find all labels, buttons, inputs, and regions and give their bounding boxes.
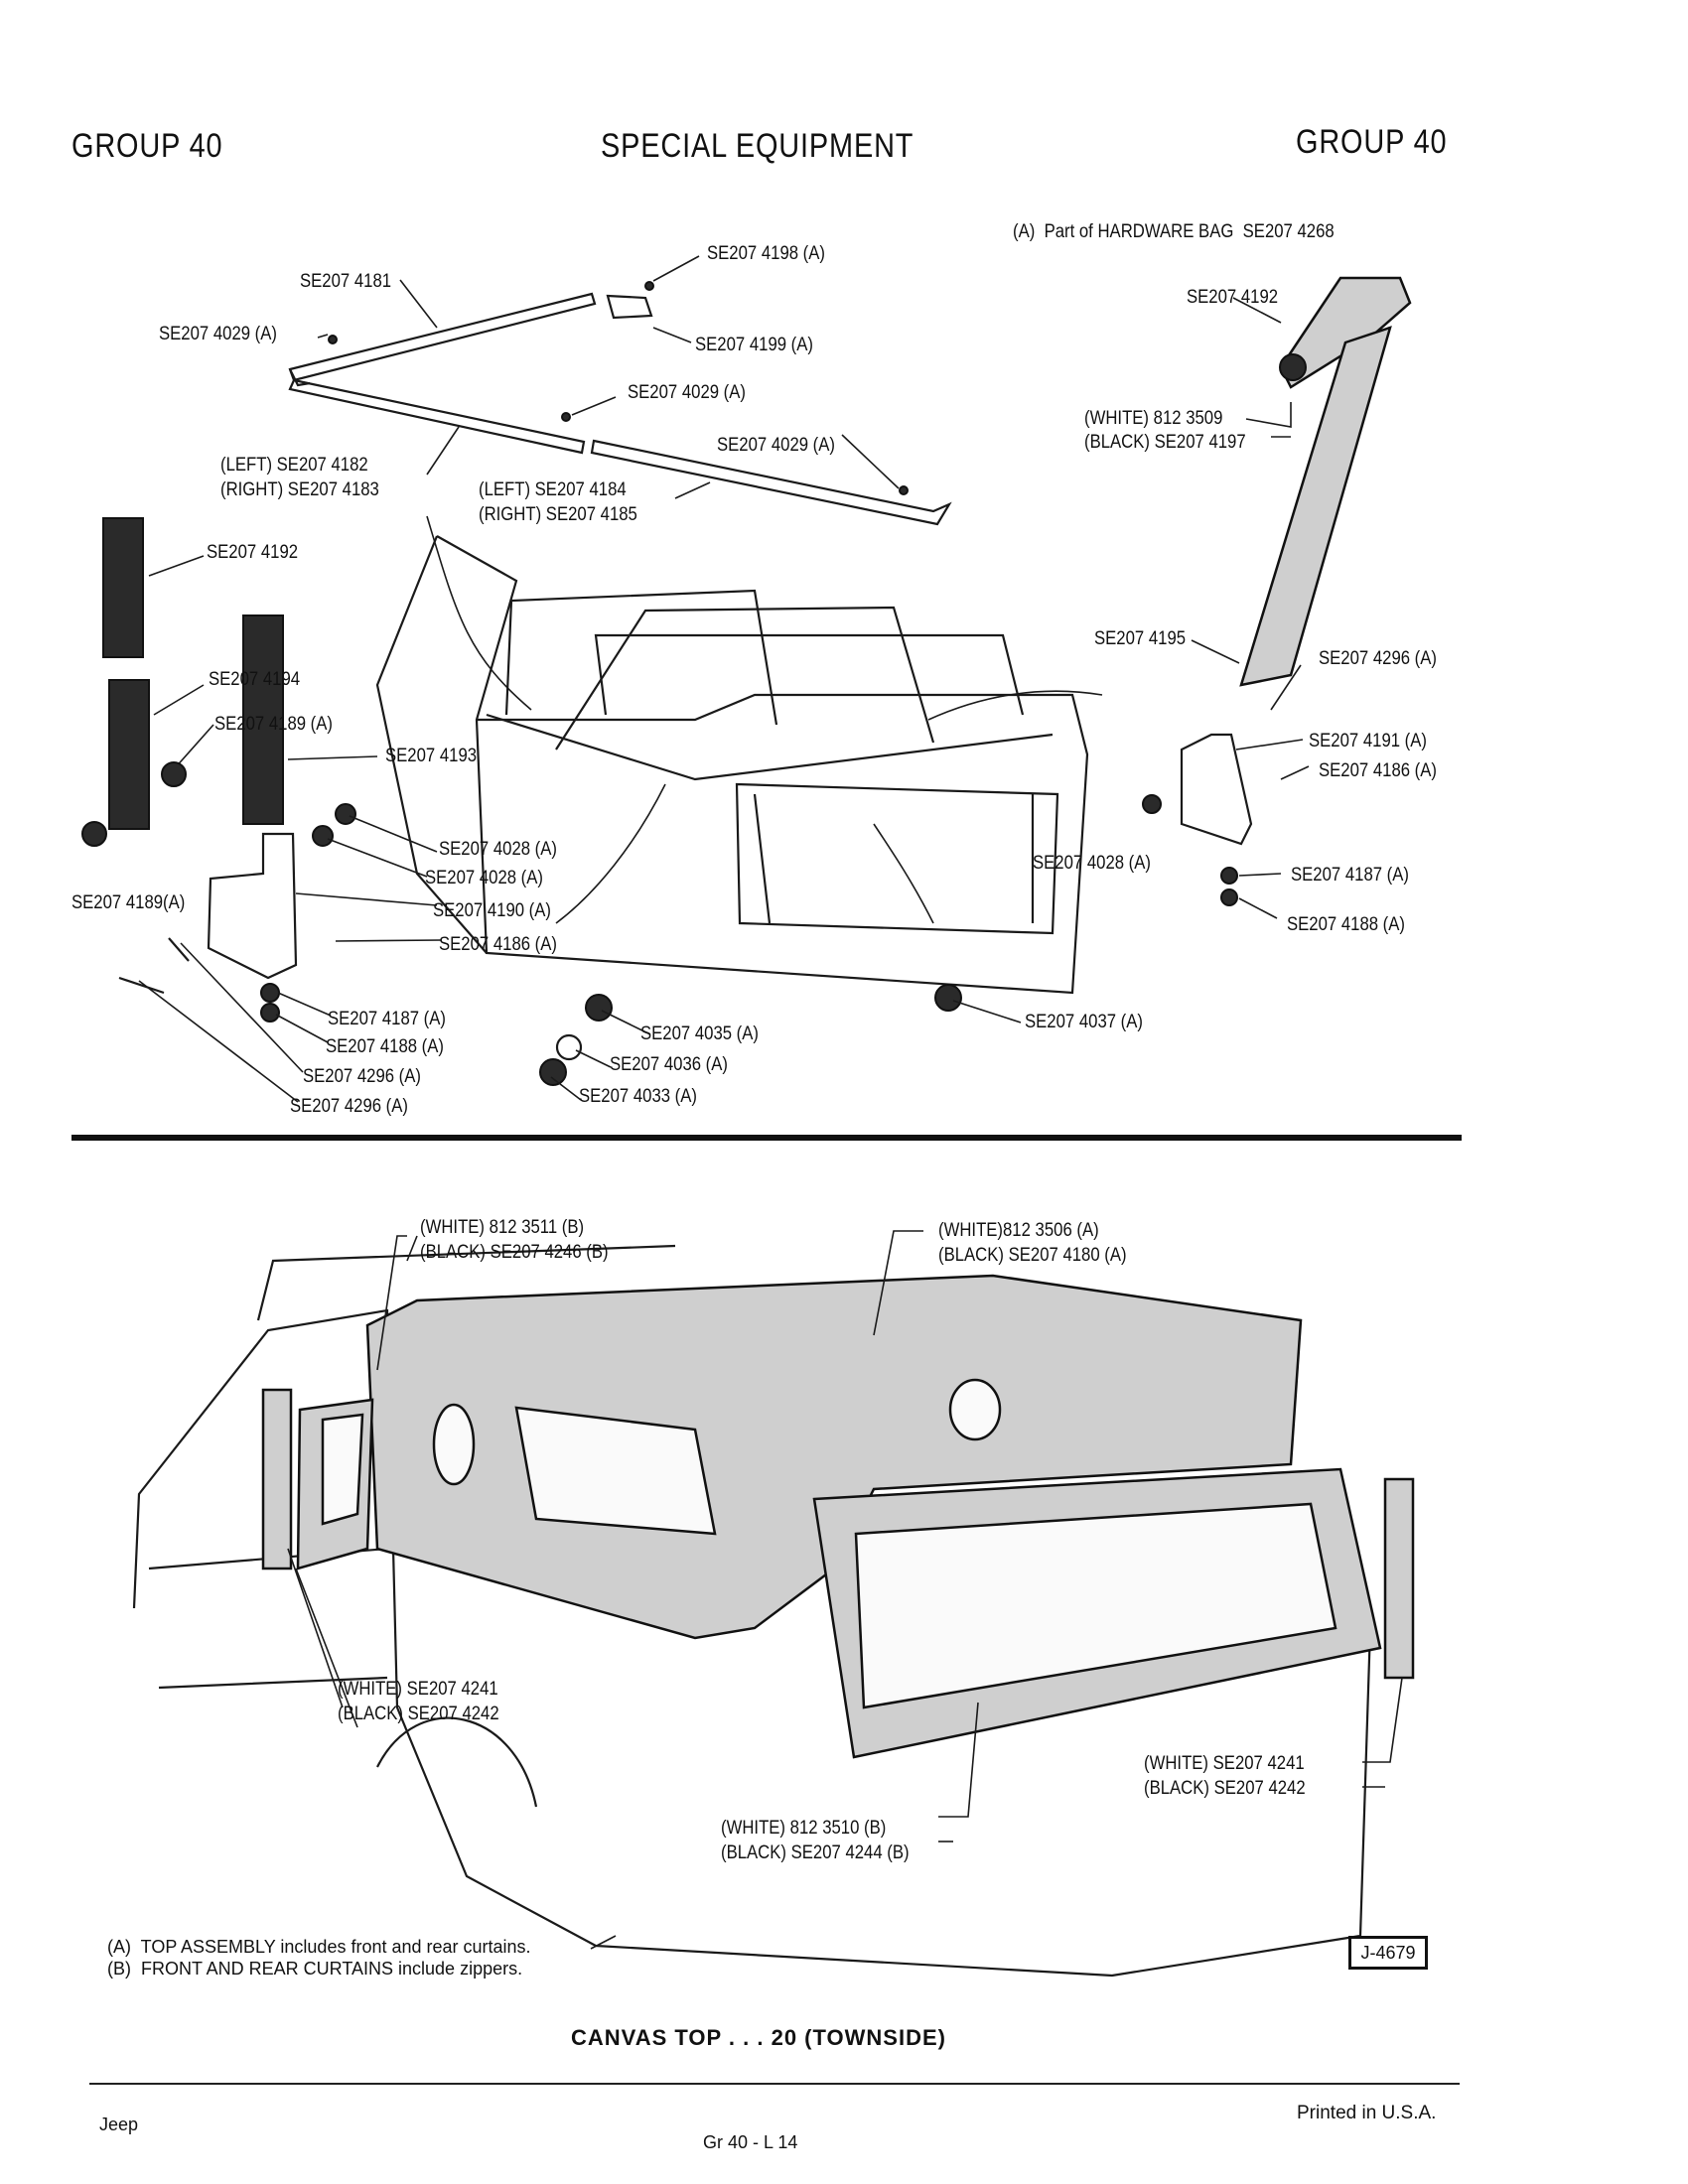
figure-id: J-4679	[1360, 1942, 1416, 1963]
tube-4192-right	[1279, 276, 1412, 389]
figure-id-box: J-4679	[1348, 1936, 1428, 1970]
bracket-4191	[1180, 733, 1253, 846]
header-title: SPECIAL EQUIPMENT	[601, 127, 914, 165]
part-label: (WHITE)812 3506 (A)	[938, 1220, 1099, 1241]
note-a: (A) TOP ASSEMBLY includes front and rear…	[107, 1937, 531, 1957]
part-label: SE207 4194	[209, 669, 301, 690]
part-label: SE207 4191 (A)	[1309, 731, 1427, 751]
part-label: SE207 4028 (A)	[1033, 853, 1151, 874]
bow-frame	[504, 589, 778, 726]
part-label: SE207 4029 (A)	[717, 435, 835, 456]
part-label: SE207 4188 (A)	[1287, 914, 1405, 935]
tube-4192	[102, 517, 144, 658]
part-label: SE207 4028 (A)	[425, 868, 543, 888]
part-label: SE207 4192	[1187, 287, 1279, 308]
tube-4194	[108, 679, 150, 830]
part-label: SE207 4186 (A)	[1319, 760, 1437, 781]
footer-printed: Printed in U.S.A.	[1297, 2103, 1437, 2123]
part-label: SE207 4037 (A)	[1025, 1012, 1143, 1032]
header-group-right: GROUP 40	[1296, 123, 1448, 161]
bed-outline	[436, 535, 1089, 995]
bracket-4199	[606, 294, 653, 320]
part-label: SE207 4035 (A)	[640, 1024, 759, 1044]
zipper-right	[1383, 1477, 1415, 1680]
section-divider	[71, 1135, 1462, 1141]
part-label: SE207 4187 (A)	[1291, 865, 1409, 886]
part-label: SE207 4029 (A)	[628, 382, 746, 403]
part-label: SE207 4192	[207, 542, 299, 563]
footer-rule	[89, 2083, 1460, 2085]
part-label: SE207 4190 (A)	[433, 900, 551, 921]
part-label: (WHITE) 812 3509	[1084, 408, 1223, 429]
note-b: (B) FRONT AND REAR CURTAINS include zipp…	[107, 1959, 523, 1979]
part-label: (RIGHT) SE207 4183	[220, 479, 379, 500]
tube-4193	[242, 614, 284, 825]
bracket-4190	[207, 832, 298, 980]
part-label: SE207 4296 (A)	[303, 1066, 421, 1087]
part-label: SE207 4029 (A)	[159, 324, 277, 344]
vehicle-body	[132, 1308, 1372, 1978]
part-label: (BLACK) SE207 4242	[338, 1704, 499, 1724]
hardware-bag-note: (A) Part of HARDWARE BAG SE207 4268	[1013, 221, 1335, 242]
part-label: (WHITE) SE207 4241	[338, 1679, 498, 1700]
part-label: (BLACK) SE207 4197	[1084, 432, 1246, 453]
part-label: (RIGHT) SE207 4185	[479, 504, 637, 525]
part-label: (WHITE) 812 3510 (B)	[721, 1818, 887, 1839]
header-group-left: GROUP 40	[71, 127, 223, 165]
zipper-left	[261, 1388, 293, 1570]
part-label: (WHITE) SE207 4241	[1144, 1753, 1305, 1774]
part-label: (WHITE) 812 3511 (B)	[420, 1217, 585, 1238]
footer-page: Gr 40 - L 14	[703, 2132, 798, 2152]
part-label: SE207 4296 (A)	[290, 1096, 408, 1117]
part-label: SE207 4033 (A)	[579, 1086, 697, 1107]
part-label: SE207 4186 (A)	[439, 934, 557, 955]
part-label: SE207 4199 (A)	[695, 335, 813, 355]
part-label: SE207 4188 (A)	[326, 1036, 444, 1057]
part-label: SE207 4189 (A)	[214, 714, 333, 735]
figure-caption: CANVAS TOP . . . 20 (TOWNSIDE)	[571, 2025, 946, 2050]
part-label: SE207 4296 (A)	[1319, 648, 1437, 669]
part-label: SE207 4187 (A)	[328, 1009, 446, 1029]
footer-brand: Jeep	[99, 2115, 139, 2134]
part-label: SE207 4193	[385, 746, 478, 766]
part-label: (LEFT) SE207 4184	[479, 479, 627, 500]
part-label: (BLACK) SE207 4242	[1144, 1778, 1306, 1799]
part-label: (BLACK) SE207 4246 (B)	[420, 1242, 609, 1263]
rail-4182	[288, 378, 586, 455]
part-label: SE207 4181	[300, 271, 392, 292]
part-label: (BLACK) SE207 4180 (A)	[938, 1245, 1127, 1266]
part-label: SE207 4195	[1094, 628, 1187, 649]
part-label: SE207 4028 (A)	[439, 839, 557, 860]
part-label: (BLACK) SE207 4244 (B)	[721, 1843, 910, 1863]
part-label: (LEFT) SE207 4182	[220, 455, 368, 476]
rear-window	[854, 1502, 1337, 1709]
canvas-top	[365, 1274, 1303, 1640]
part-label: SE207 4198 (A)	[707, 243, 825, 264]
part-label: SE207 4036 (A)	[610, 1054, 728, 1075]
part-label: SE207 4189(A)	[71, 892, 186, 913]
rail-4184	[590, 439, 952, 526]
side-window	[514, 1406, 717, 1536]
